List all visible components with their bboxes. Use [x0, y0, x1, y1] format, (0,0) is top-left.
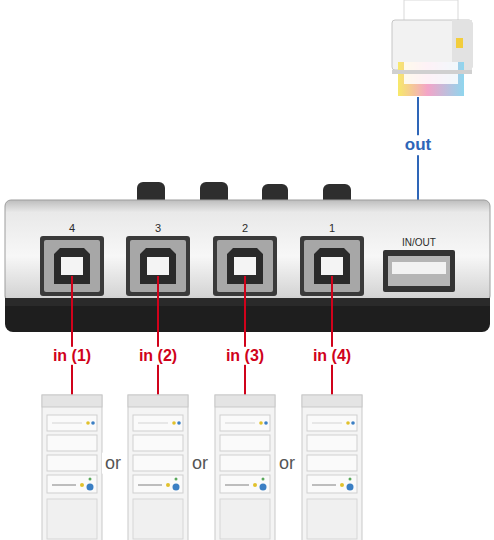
port-label: 1 [329, 220, 335, 234]
usb-b-ports [40, 236, 364, 296]
usb-cables [72, 276, 332, 395]
computer-towers [42, 395, 362, 540]
port-box: 2 [211, 218, 279, 300]
printer-icon [392, 0, 472, 96]
cable-label: in (4) [310, 347, 354, 365]
port-box: 1 [298, 218, 366, 300]
cable-label: out [402, 135, 434, 155]
port-box: IN/OUT [379, 232, 459, 294]
cable-label: in (2) [136, 347, 180, 365]
usb-a-port [383, 250, 455, 292]
port-label: 2 [242, 220, 248, 234]
alternative-word: or [102, 453, 124, 474]
port-label: IN/OUT [402, 235, 436, 248]
switch-housing [5, 200, 490, 332]
port-box: 4 [38, 218, 106, 300]
port-box: 3 [124, 218, 192, 300]
cable-label: in (3) [223, 347, 267, 365]
port-label: 3 [155, 220, 161, 234]
port-label: 4 [69, 220, 75, 234]
alternative-word: or [189, 453, 211, 474]
alternative-word: or [276, 453, 298, 474]
cable-label: in (1) [50, 347, 94, 365]
